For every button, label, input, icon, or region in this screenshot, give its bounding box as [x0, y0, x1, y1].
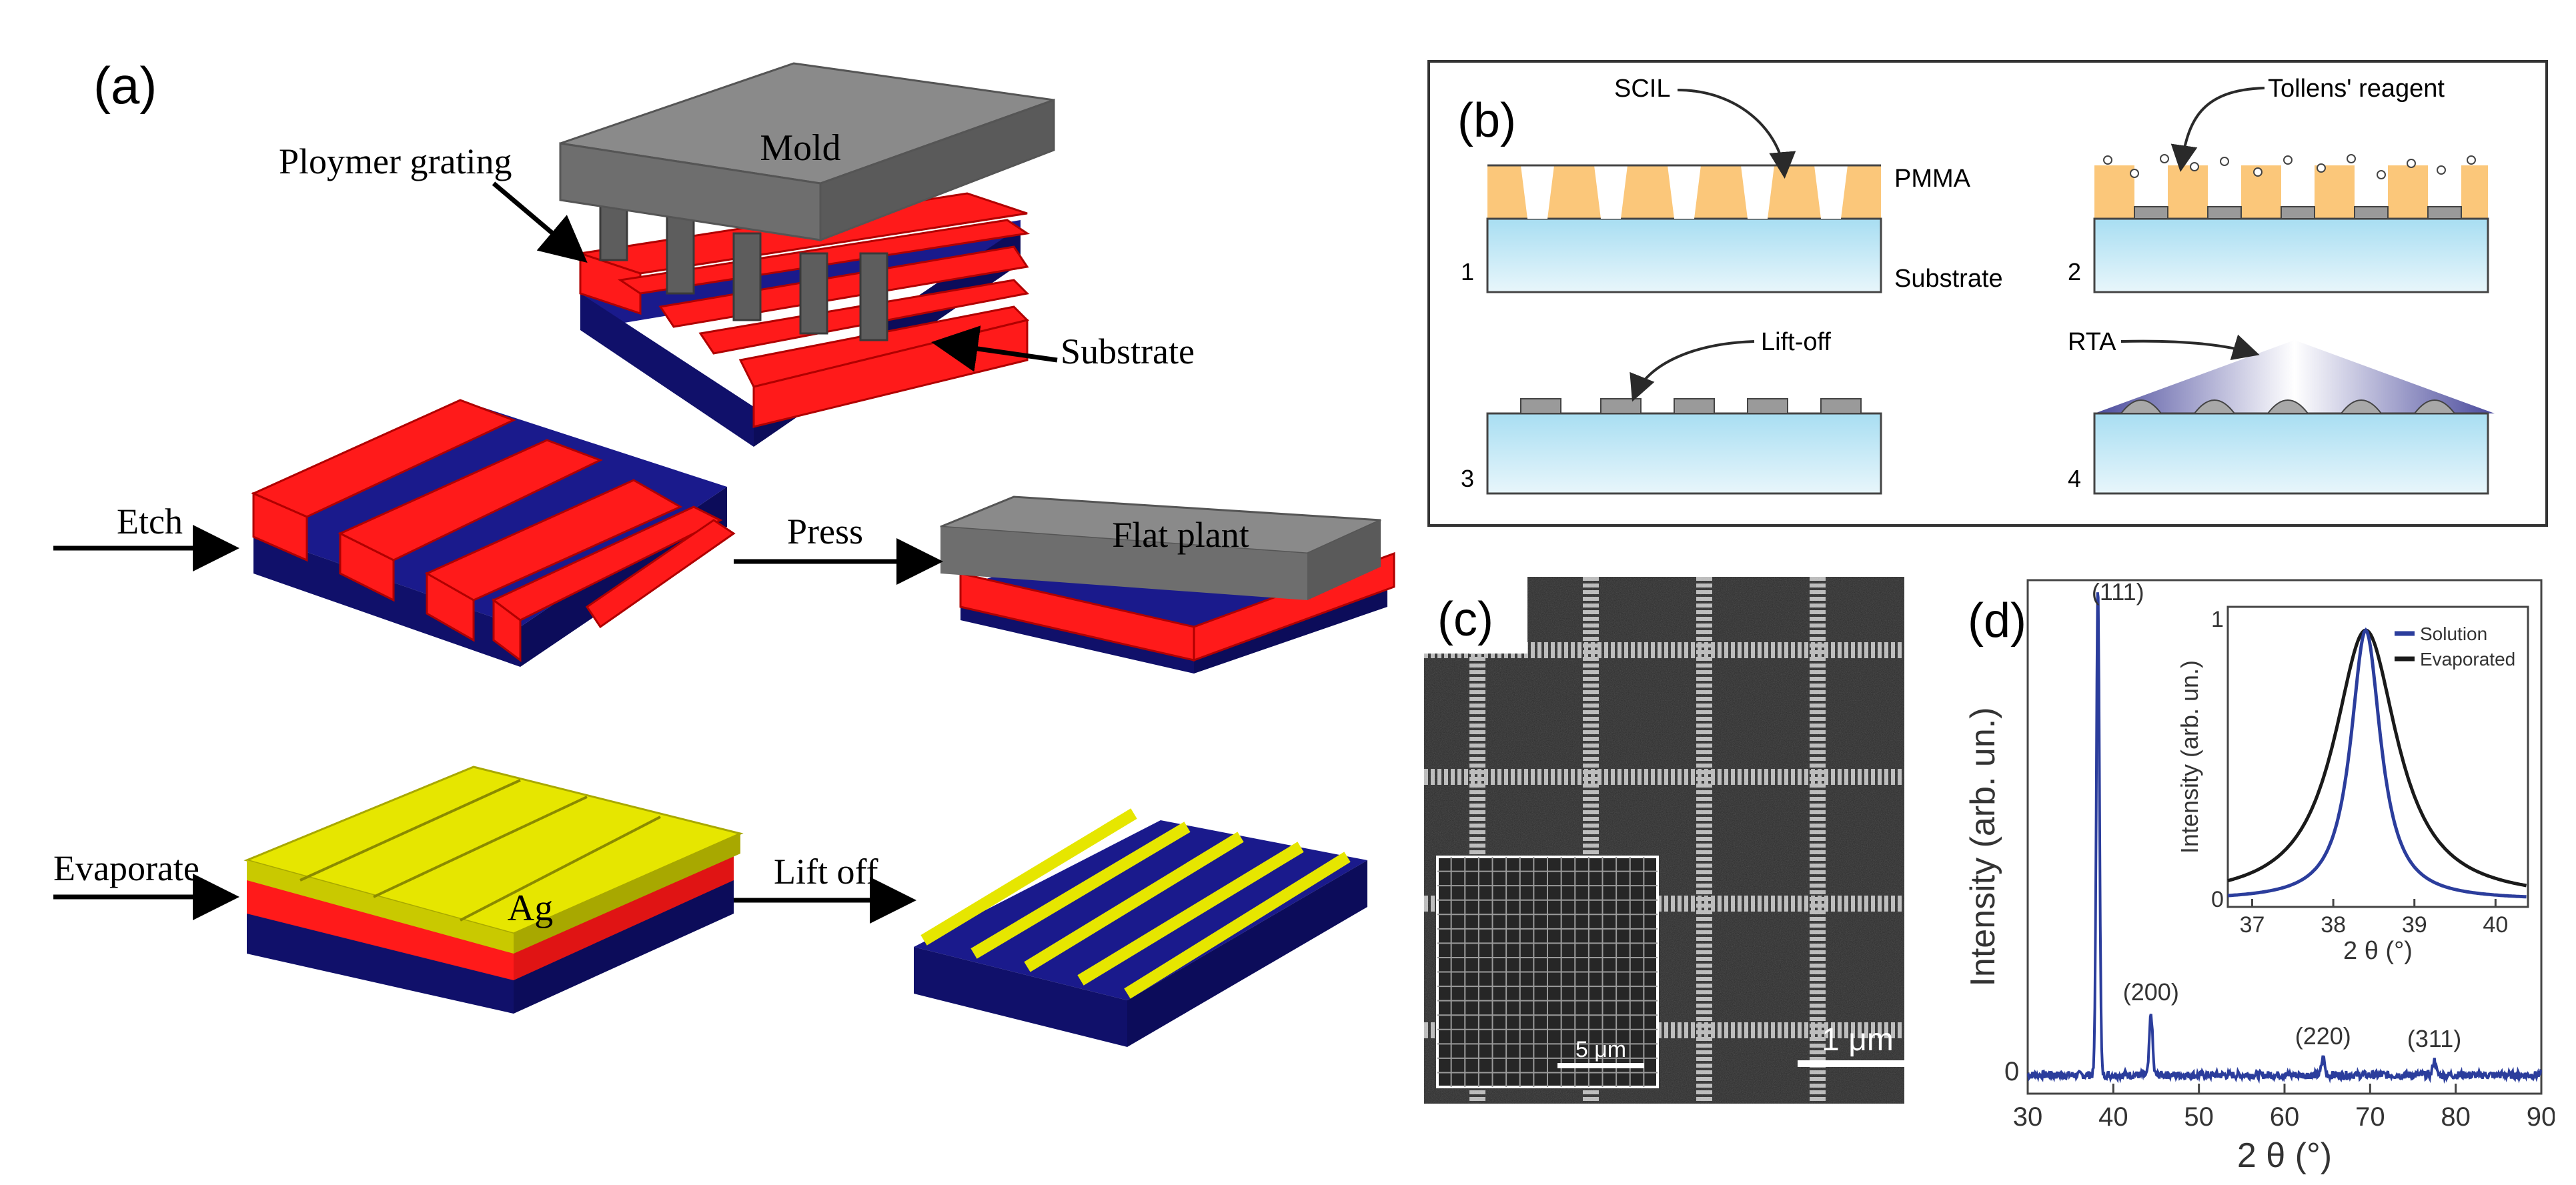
inset-y-label: Intensity (arb. un.)	[2176, 660, 2203, 854]
xrd-y-label: Intensity (arb. un.)	[1964, 707, 2002, 986]
step-3-liftoff	[1486, 398, 1882, 495]
inset-mesh-lines	[1437, 857, 1658, 1087]
panel-b: SCIL PMMA Substrate 1 Tollens' rea	[1427, 60, 2548, 527]
flat-plant-label: Flat plant	[1112, 515, 1249, 555]
xrd-x-ticks: 30 40 50 60 70 80 90	[2013, 1084, 2555, 1132]
xrd-x-tick-label: 80	[2441, 1102, 2471, 1132]
inset-x-ticks: 37 38 39 40	[2240, 899, 2508, 938]
substrate-pointer	[931, 325, 1058, 372]
xrd-x-label: 2 θ (°)	[2237, 1136, 2332, 1175]
xrd-x-tick-label: 40	[2098, 1102, 2128, 1132]
lift-off-label: Lift off	[774, 852, 878, 892]
pmma-label: PMMA	[1894, 165, 1971, 193]
step-3-number: 3	[1461, 465, 1474, 492]
panel-a-illustration: Mold Ploymer grating Substrate Etch	[53, 56, 1395, 1047]
main-scale-label: 1 μm	[1822, 1022, 1894, 1058]
xrd-peak-label: (200)	[2123, 978, 2179, 1006]
inset-x-tick-label: 37	[2240, 912, 2265, 938]
inset-legend-label: Solution	[2420, 624, 2487, 644]
step-1-number: 1	[1461, 258, 1474, 285]
panel-d: 30 40 50 60 70 80 90 (111) (200) (220) (311) 0 2 …	[1934, 567, 2555, 1180]
inset-legend-label: Evaporated	[2420, 649, 2515, 670]
panel-c-label: (c)	[1437, 593, 1493, 646]
polymer-grating-label: Ploymer grating	[279, 141, 512, 181]
xrd-inset: 37 38 39 40 1 0 2 θ (°) Intensity (arb. un.…	[2176, 606, 2529, 965]
liftoff-b-label: Lift-off	[1761, 328, 1831, 356]
inset-scale-label: 5 μm	[1575, 1037, 1626, 1062]
xrd-peak-labels: (111) (200) (220) (311)	[2092, 578, 2461, 1052]
scil-label: SCIL	[1614, 75, 1670, 103]
xrd-x-tick-label: 30	[2013, 1102, 2043, 1132]
xrd-x-tick-label: 90	[2527, 1102, 2555, 1132]
panel-c-label-box	[1424, 577, 1527, 654]
evaporate-label: Evaporate	[53, 848, 199, 888]
step-2-tollens	[2093, 154, 2489, 293]
panel-b-illustration: SCIL PMMA Substrate 1 Tollens' rea	[1427, 60, 2548, 527]
step-4-rta	[2093, 340, 2495, 495]
inset-y-zero: 0	[2211, 887, 2224, 912]
inset-series-solution	[2227, 627, 2527, 899]
mold-label: Mold	[760, 127, 840, 169]
panel-b-label: (b)	[1457, 94, 1516, 147]
scil-pointer	[1677, 89, 1796, 179]
press-label: Press	[787, 511, 863, 551]
xrd-x-tick-label: 50	[2184, 1102, 2214, 1132]
panel-d-label: (d)	[1968, 594, 2026, 648]
panel-c: 5 μm 1 μm (c)	[1424, 577, 1904, 1104]
xrd-peak-label: (220)	[2295, 1022, 2351, 1050]
panel-a-label: (a)	[93, 56, 157, 115]
sem-inset: 5 μm	[1436, 856, 1659, 1088]
xrd-chart: 30 40 50 60 70 80 90 (111) (200) (220) (311) 0 2 …	[1964, 578, 2555, 1175]
tollens-pointer	[2170, 87, 2265, 172]
sem-image: 5 μm 1 μm (c)	[1424, 577, 1904, 1104]
etched-grating	[251, 399, 736, 667]
tollens-label: Tollens' reagent	[2268, 75, 2445, 103]
inset-x-label: 2 θ (°)	[2343, 937, 2413, 965]
xrd-peak-label: (311)	[2407, 1025, 2461, 1052]
panel-a: Mold Ploymer grating Substrate Etch	[53, 56, 1395, 1047]
evaporated-ag: Ag	[243, 766, 744, 1014]
xrd-x-tick-label: 60	[2270, 1102, 2300, 1132]
mold-assembly: Mold	[559, 62, 1055, 447]
xrd-series-line	[2026, 592, 2543, 1084]
xrd-peak-label: (111)	[2092, 578, 2144, 606]
rta-label: RTA	[2068, 328, 2116, 356]
inset-y-one: 1	[2211, 607, 2224, 632]
etch-label: Etch	[117, 501, 183, 541]
xrd-y-zero: 0	[2004, 1057, 2019, 1086]
substrate-b-label: Substrate	[1894, 265, 2003, 293]
step-4-number: 4	[2068, 465, 2081, 492]
ag-label: Ag	[508, 888, 553, 929]
step-2-number: 2	[2068, 258, 2081, 285]
xrd-x-tick-label: 70	[2355, 1102, 2385, 1132]
substrate-label: Substrate	[1061, 331, 1195, 371]
liftoff-pointer	[1630, 340, 1755, 402]
inset-series-evaporated	[2227, 628, 2527, 888]
lifted-off-nanowires	[914, 808, 1367, 1047]
inset-x-tick-label: 39	[2402, 912, 2427, 938]
polymer-grating-pointer	[492, 181, 588, 263]
press-assembly: Flat plant	[940, 495, 1395, 674]
inset-x-tick-label: 38	[2321, 912, 2346, 938]
rta-pointer	[2120, 334, 2260, 360]
step-1-scil	[1486, 164, 1882, 293]
inset-x-tick-label: 40	[2483, 912, 2508, 938]
